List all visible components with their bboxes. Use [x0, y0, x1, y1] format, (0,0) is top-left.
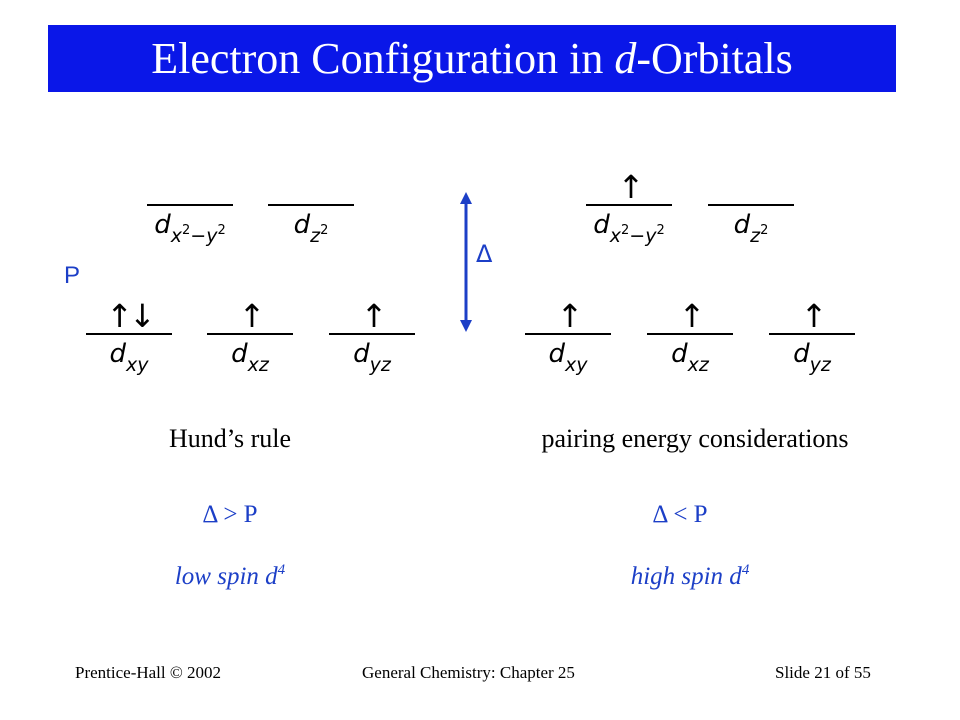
orbital-line	[86, 333, 172, 335]
orbital-label: dx2−y2	[154, 210, 226, 247]
title-bar: Electron Configuration in d-Orbitals	[48, 25, 896, 92]
condition-left: Δ > P	[202, 501, 258, 528]
electron-spin: ↑	[617, 168, 645, 206]
orbital-line	[147, 204, 233, 206]
condition-right: Δ < P	[652, 501, 708, 528]
electron-spin: ↑	[800, 297, 828, 335]
splitting-arrow-icon	[460, 192, 472, 332]
high-spin-label: high spin d4	[630, 562, 750, 590]
electron-spin: ↑	[360, 297, 388, 335]
orbital-label: dyz	[793, 339, 831, 376]
orbital-label: dz2	[733, 210, 769, 247]
electron-spin: ↑	[238, 297, 266, 335]
low-spin-label: low spin d4	[174, 562, 286, 590]
orbital-line	[708, 204, 794, 206]
slide-title: Electron Configuration in d-Orbitals	[151, 33, 793, 83]
caption-hunds-rule: Hund’s rule	[168, 424, 292, 453]
electron-spin: ↑	[678, 297, 706, 335]
orbital-label: dxz	[231, 339, 269, 376]
footer-chapter: General Chemistry: Chapter 25	[362, 663, 575, 682]
orbital-label: dyz	[353, 339, 391, 376]
orbital-label: dxy	[548, 339, 588, 376]
orbital-line	[586, 204, 672, 206]
orbital-line	[268, 204, 354, 206]
orbital-line	[207, 333, 293, 335]
orbital-label: dxy	[109, 339, 149, 376]
orbital-line	[769, 333, 855, 335]
orbital-line	[329, 333, 415, 335]
orbital-line	[647, 333, 733, 335]
footer-slide-number: Slide 21 of 55	[775, 663, 871, 682]
electron-spin: ↑↓	[106, 297, 156, 335]
footer-copyright: Prentice-Hall © 2002	[75, 663, 222, 682]
pairing-energy-label: P	[64, 262, 81, 289]
caption-pairing-energy: pairing energy considerations	[541, 424, 849, 453]
orbital-label: dxz	[671, 339, 709, 376]
orbital-line	[525, 333, 611, 335]
orbital-label: dx2−y2	[593, 210, 665, 247]
electron-spin: ↑	[556, 297, 584, 335]
orbital-label: dz2	[293, 210, 329, 247]
splitting-energy-label: Δ	[476, 240, 493, 268]
